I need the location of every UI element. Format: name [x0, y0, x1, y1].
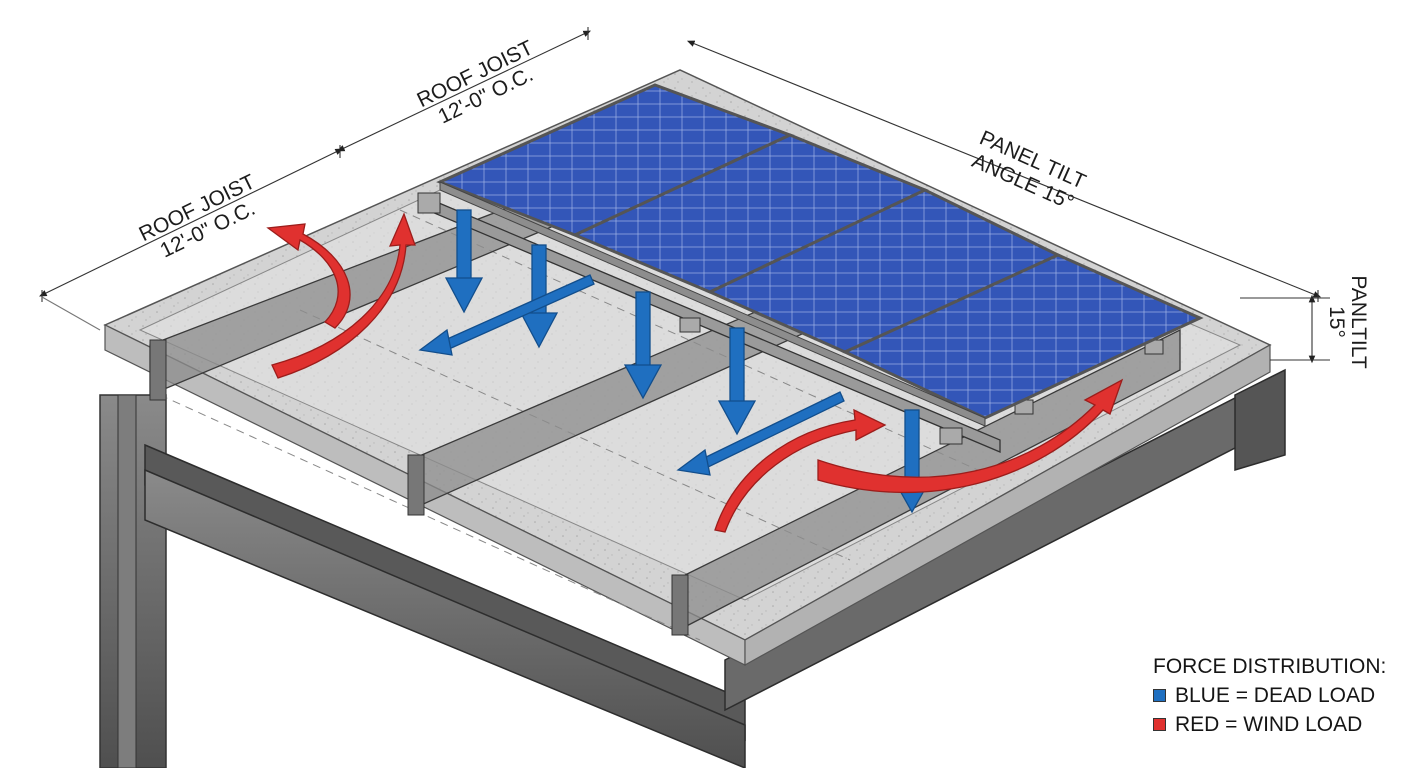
dim-label-joist-mid: ROOF JOIST 12'-0" O.C.	[413, 36, 536, 128]
dead-load-arrow	[623, 291, 663, 400]
main-girder	[144, 443, 746, 768]
legend-label-wind-load: RED = WIND LOAD	[1175, 713, 1363, 736]
dim-label-joist-left: ROOF JOIST 12'-0" O.C.	[135, 170, 258, 262]
dim-line-panel-tilt	[686, 40, 1322, 298]
legend-label-dead-load: BLUE = DEAD LOAD	[1175, 684, 1376, 707]
dead-load-arrow	[444, 209, 484, 314]
dim-side-tilt-line2: 15°	[1325, 306, 1348, 338]
dim-line-joist-mid	[337, 30, 591, 152]
wind-load-arrow	[817, 378, 1124, 494]
dead-load-arrow	[418, 274, 595, 356]
legend-item-dead-load: BLUE = DEAD LOAD	[1153, 681, 1386, 710]
dim-label-panel-tilt: PANEL TILT ANGLE 15°	[969, 126, 1090, 214]
dimension-lines	[39, 27, 1330, 364]
mounting-rail	[417, 192, 1164, 453]
dim-label-side-tilt: PANLTILT 15°	[1325, 275, 1370, 369]
legend-swatch-dead-load	[1153, 689, 1166, 702]
side-girder	[724, 368, 1286, 712]
force-legend: FORCE DISTRIBUTION: BLUE = DEAD LOAD RED…	[1153, 652, 1386, 739]
wind-load-arrows	[266, 212, 1124, 533]
dim-line-joist-left	[39, 148, 343, 297]
dead-load-arrow	[717, 327, 757, 436]
dim-side-tilt-line1: PANLTILT	[1347, 275, 1370, 369]
legend-item-wind-load: RED = WIND LOAD	[1153, 710, 1386, 739]
wind-load-arrow	[714, 408, 887, 533]
dead-load-arrow	[676, 391, 845, 476]
legend-swatch-wind-load	[1153, 718, 1166, 731]
dead-load-arrows	[418, 209, 932, 514]
legend-title: FORCE DISTRIBUTION:	[1153, 655, 1387, 678]
wind-load-arrow	[271, 212, 416, 379]
